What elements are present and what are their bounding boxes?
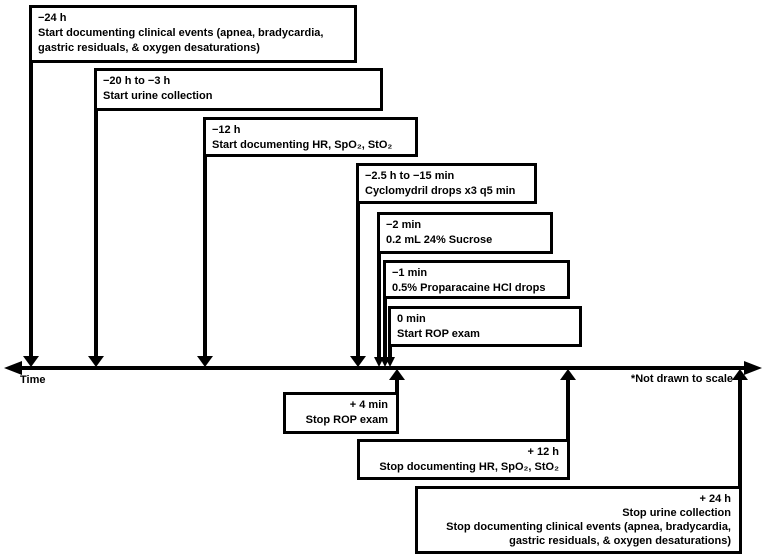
arrow-down-minus-12h bbox=[197, 356, 213, 367]
event-desc: 0.5% Proparacaine HCl drops bbox=[392, 282, 546, 294]
axis-left-arrowhead bbox=[4, 361, 22, 375]
event-box-plus-12h: + 12 h Stop documenting HR, SpO₂, StO₂ bbox=[357, 439, 570, 480]
event-box-minus-20h-to-3h: −20 h to −3 h Start urine collection bbox=[94, 68, 383, 111]
arrow-down-minus-24h bbox=[23, 356, 39, 367]
event-box-minus-1min: −1 min 0.5% Proparacaine HCl drops bbox=[383, 260, 570, 299]
arrow-down-minus-2p5h bbox=[350, 356, 366, 367]
event-box-minus-12h: −12 h Start documenting HR, SpO₂, StO₂ bbox=[203, 117, 418, 157]
connector-line-plus-24h bbox=[738, 378, 742, 488]
axis-right-arrowhead bbox=[744, 361, 762, 375]
connector-line-minus-2min bbox=[377, 251, 381, 357]
scale-note: *Not drawn to scale bbox=[630, 373, 733, 385]
arrow-down-minus-2min bbox=[374, 357, 384, 367]
event-box-0min: 0 min Start ROP exam bbox=[388, 306, 582, 347]
event-time: + 4 min bbox=[349, 399, 388, 411]
connector-line-0min bbox=[388, 344, 392, 357]
arrow-down-0min bbox=[385, 357, 395, 367]
time-axis-line bbox=[20, 366, 746, 370]
arrow-up-plus-24h bbox=[732, 369, 748, 380]
connector-line-minus-1min bbox=[383, 296, 387, 357]
connector-line-minus-2p5h bbox=[356, 201, 360, 357]
event-desc: Stop ROP exam bbox=[305, 414, 388, 426]
event-time: −12 h bbox=[212, 124, 241, 136]
event-time: −24 h bbox=[38, 12, 67, 24]
connector-line-plus-4min bbox=[395, 378, 399, 394]
arrow-down-minus-20h bbox=[88, 356, 104, 367]
event-time: −2 min bbox=[386, 219, 422, 231]
event-desc: Start documenting clinical events (apnea… bbox=[38, 27, 324, 54]
event-desc: Stop documenting HR, SpO₂, StO₂ bbox=[379, 461, 559, 473]
event-box-minus-2p5h-to-15min: −2.5 h to −15 min Cyclomydril drops x3 q… bbox=[356, 163, 537, 204]
event-desc: Start ROP exam bbox=[397, 328, 480, 340]
event-time: −1 min bbox=[392, 267, 428, 279]
event-desc: Start documenting HR, SpO₂, StO₂ bbox=[212, 139, 393, 151]
connector-line-minus-24h bbox=[29, 60, 33, 357]
connector-line-minus-12h bbox=[203, 154, 207, 357]
event-desc: Stop urine collection Stop documenting c… bbox=[446, 507, 731, 547]
event-box-minus-2min: −2 min 0.2 mL 24% Sucrose bbox=[377, 212, 553, 254]
arrow-up-plus-12h bbox=[560, 369, 576, 380]
event-desc: 0.2 mL 24% Sucrose bbox=[386, 234, 493, 246]
connector-line-plus-12h bbox=[566, 378, 570, 441]
arrow-up-plus-4min bbox=[389, 369, 405, 380]
axis-label-time: Time bbox=[20, 374, 46, 386]
event-time: 0 min bbox=[397, 313, 426, 325]
event-time: + 12 h bbox=[527, 446, 560, 458]
connector-line-minus-20h bbox=[94, 108, 98, 357]
event-box-minus-24h: −24 h Start documenting clinical events … bbox=[29, 5, 357, 63]
event-box-plus-4min: + 4 min Stop ROP exam bbox=[283, 392, 399, 434]
event-time: −20 h to −3 h bbox=[103, 75, 171, 87]
event-desc: Cyclomydril drops x3 q5 min bbox=[365, 185, 516, 197]
event-time: −2.5 h to −15 min bbox=[365, 170, 455, 182]
event-box-plus-24h: + 24 h Stop urine collection Stop docume… bbox=[415, 486, 742, 554]
event-time: + 24 h bbox=[699, 493, 732, 505]
event-desc: Start urine collection bbox=[103, 90, 213, 102]
